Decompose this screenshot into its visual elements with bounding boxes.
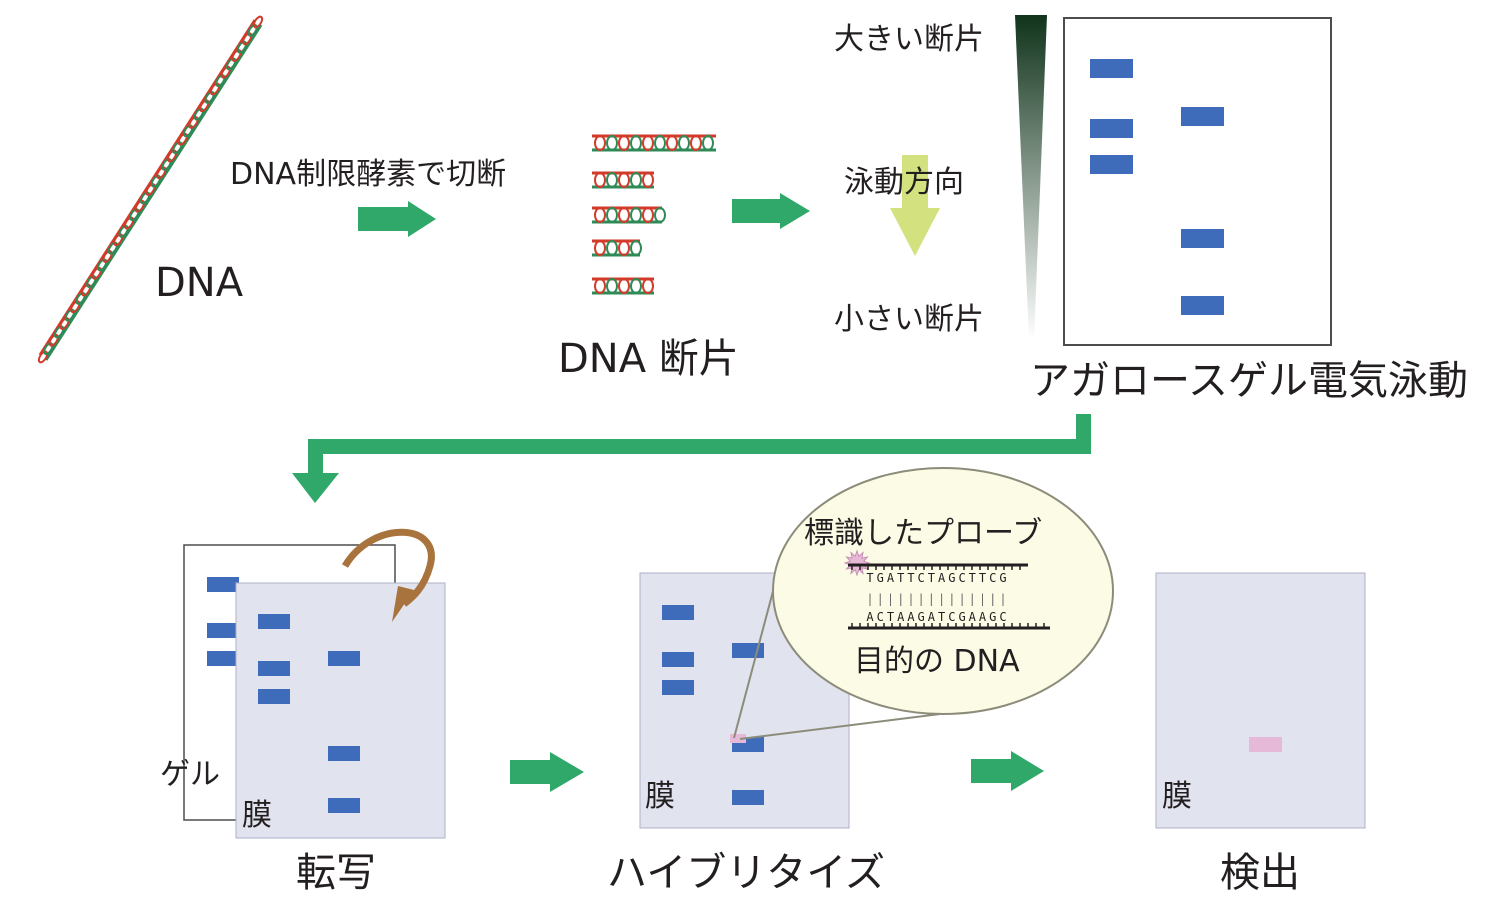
dna-fragment bbox=[592, 171, 654, 189]
membrane-band bbox=[328, 651, 360, 666]
membrane-bands bbox=[258, 614, 360, 813]
dna-fragments bbox=[592, 134, 716, 295]
gel-band bbox=[1181, 296, 1224, 315]
probe-sequence: TGATTCTAGCTTCG bbox=[866, 571, 1009, 585]
membrane-band bbox=[258, 661, 290, 676]
size-gradient-wedge bbox=[1015, 15, 1047, 340]
membrane-band bbox=[662, 652, 694, 667]
dna-label: DNA bbox=[155, 260, 244, 306]
hybridize-label: ハイブリタイズ bbox=[607, 850, 885, 896]
agarose-label: アガロースゲル電気泳動 bbox=[1030, 358, 1468, 404]
label-star-icon bbox=[843, 549, 871, 577]
gel-band bbox=[207, 577, 239, 592]
membrane-label-hybridization: 膜 bbox=[645, 779, 675, 814]
gel-band bbox=[207, 623, 239, 638]
gel-band bbox=[207, 651, 239, 666]
gel-band bbox=[1090, 155, 1133, 174]
membrane-band bbox=[258, 614, 290, 629]
hybridize-step-arrow bbox=[510, 752, 584, 792]
probe-label: 標識したプローブ bbox=[804, 516, 1042, 551]
membrane-label: 膜 bbox=[242, 798, 272, 833]
fragments-label: DNA 断片 bbox=[558, 336, 739, 382]
gel-band bbox=[1090, 59, 1133, 78]
transfer-curved-arrow bbox=[341, 528, 435, 622]
gel-label: ゲル bbox=[160, 757, 220, 792]
gel-band bbox=[1090, 119, 1133, 138]
detection-label: 検出 bbox=[1220, 850, 1300, 896]
dna-fragment bbox=[592, 206, 666, 224]
cut-step-label: DNA制限酵素で切断 bbox=[230, 157, 506, 192]
membrane-band bbox=[328, 798, 360, 813]
membrane-band bbox=[662, 680, 694, 695]
gel-bands bbox=[1090, 59, 1224, 315]
target-dna-label: 目的の DNA bbox=[854, 644, 1020, 679]
large-fragment-label: 大きい断片 bbox=[834, 22, 984, 57]
probe-signal bbox=[730, 734, 746, 743]
membrane-band bbox=[662, 605, 694, 620]
detection-membrane bbox=[1155, 572, 1366, 829]
small-fragment-label: 小さい断片 bbox=[834, 302, 984, 337]
target-sequence: ACTAAGATCGAAGC bbox=[866, 610, 1009, 624]
dna-fragment bbox=[592, 134, 716, 152]
migration-direction-arrow bbox=[890, 155, 940, 256]
gel-band bbox=[1181, 107, 1224, 126]
dna-fragment bbox=[592, 277, 654, 295]
dna-fragment bbox=[592, 239, 642, 257]
transfer-label: 転写 bbox=[296, 850, 376, 896]
detected-band bbox=[1249, 737, 1282, 752]
probe-zoom-bubble bbox=[772, 467, 1114, 715]
electrophoresis-step-arrow bbox=[732, 193, 810, 229]
membrane-label-detection: 膜 bbox=[1162, 779, 1192, 814]
probe-strand bbox=[848, 563, 1028, 570]
zoom-lines bbox=[733, 579, 949, 740]
base-pairing: |||||||||||||| bbox=[866, 592, 1009, 606]
gel-band bbox=[1181, 229, 1224, 248]
to-transfer-arrow bbox=[292, 414, 1091, 503]
migration-direction-label: 泳動方向 bbox=[844, 165, 964, 200]
cut-step-arrow bbox=[358, 201, 436, 237]
dna-helix bbox=[37, 15, 264, 364]
membrane-band bbox=[732, 790, 764, 805]
hybridization-bands bbox=[662, 605, 764, 805]
target-strand bbox=[848, 623, 1050, 630]
membrane-band bbox=[258, 689, 290, 704]
detection-step-arrow bbox=[971, 751, 1044, 791]
membrane-band bbox=[328, 746, 360, 761]
